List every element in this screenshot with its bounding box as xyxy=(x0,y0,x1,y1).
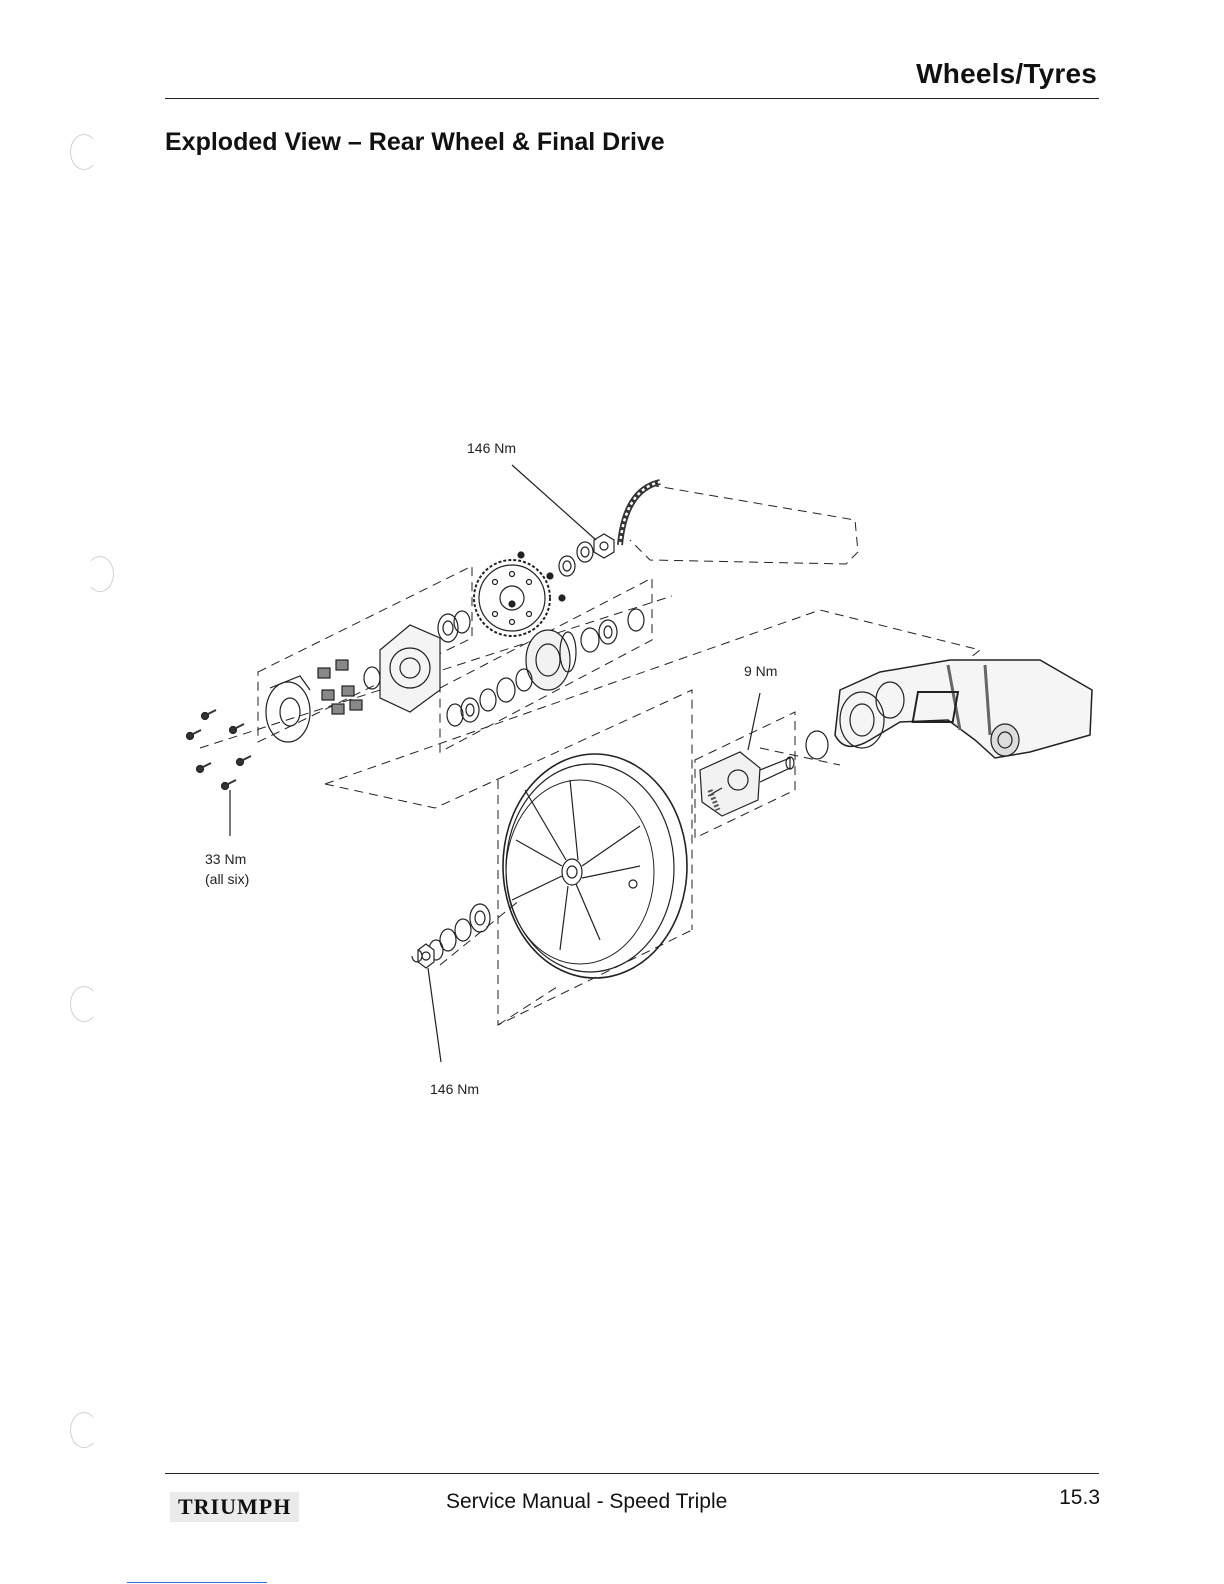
callout-leaders xyxy=(230,465,760,1062)
callout-carrier-bolts: 33 Nm xyxy=(205,851,246,867)
wheel-spacers-and-nut xyxy=(412,904,490,968)
assembly-guide-lines xyxy=(200,485,980,1025)
rear-wheel xyxy=(503,754,687,978)
drive-chain xyxy=(620,482,660,545)
rear-sprocket xyxy=(474,552,550,636)
callout-carrier-bolts-note: (all six) xyxy=(205,871,249,887)
callout-sprocket-nut: 146 Nm xyxy=(467,440,516,456)
page-number: 15.3 xyxy=(1059,1486,1100,1510)
carrier-bolts xyxy=(187,710,252,790)
hub-bearings xyxy=(447,609,644,726)
sprocket-carrier xyxy=(380,611,470,712)
callout-adjuster-bolt: 9 Nm xyxy=(744,663,777,679)
callout-wheel-nut: 146 Nm xyxy=(430,1081,479,1097)
triumph-logo: TRIUMPH xyxy=(170,1492,299,1522)
eccentric-adjuster xyxy=(700,752,794,816)
sprocket-nut xyxy=(594,534,614,558)
footer-manual-title: Service Manual - Speed Triple xyxy=(446,1490,727,1514)
bottom-underline xyxy=(127,1582,267,1583)
swingarm xyxy=(835,660,1092,758)
washers xyxy=(547,542,593,601)
cush-drive-hub xyxy=(266,676,310,742)
circlip xyxy=(806,731,828,759)
footer-rule xyxy=(165,1473,1099,1474)
